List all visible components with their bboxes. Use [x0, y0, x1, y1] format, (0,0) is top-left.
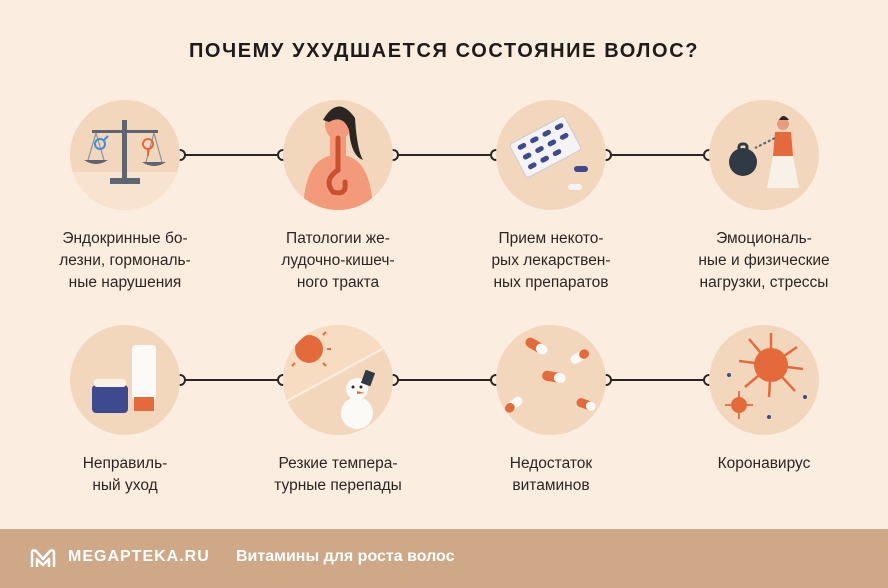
footer-bar: MEGAPTEKA.RU Витамины для роста волос — [0, 529, 888, 588]
footer-tagline: Витамины для роста волос — [236, 548, 455, 565]
caption-digestive: Патологии же- лудочно-кишеч- ного тракта — [281, 230, 395, 291]
sun-snowman-icon — [283, 325, 393, 435]
caption-stress: Эмоциональ- ные и физические нагрузки, с… — [698, 230, 830, 291]
brand-link[interactable]: MEGAPTEKA.RU — [68, 548, 210, 565]
caption-endocrine: Эндокринные бо- лезни, гормональ- ные на… — [59, 230, 191, 291]
connector-line — [180, 379, 283, 381]
scales-icon — [70, 100, 180, 210]
caption-temperature: Резкие темпера- турные перепады — [274, 455, 402, 494]
cosmetics-jars-icon — [70, 325, 180, 435]
megapteka-logo-icon — [30, 549, 56, 567]
caption-coronavirus: Коронавирус — [717, 455, 811, 472]
virus-icon — [709, 325, 819, 435]
connector-line — [180, 154, 283, 156]
caption-medication: Прием некото- рых лекарствен- ных препар… — [491, 230, 611, 291]
causes-row-2: Неправиль- ный уход Резкие темпера- турн… — [0, 325, 888, 494]
digestive-tract-icon — [283, 100, 393, 210]
causes-row-1: Эндокринные бо- лезни, гормональ- ные на… — [0, 100, 888, 291]
caption-vitamins: Недостаток витаминов — [509, 455, 593, 494]
connector-line — [606, 379, 709, 381]
connector-line — [393, 154, 496, 156]
connector-line — [393, 379, 496, 381]
pills-icon — [496, 100, 606, 210]
page-title: ПОЧЕМУ УХУДШАЕТСЯ СОСТОЯНИЕ ВОЛОС? — [188, 40, 700, 62]
woman-with-weight-icon — [709, 100, 819, 210]
vitamin-capsules-icon — [496, 325, 606, 435]
connector-line — [606, 154, 709, 156]
caption-improper-care: Неправиль- ный уход — [82, 455, 168, 494]
